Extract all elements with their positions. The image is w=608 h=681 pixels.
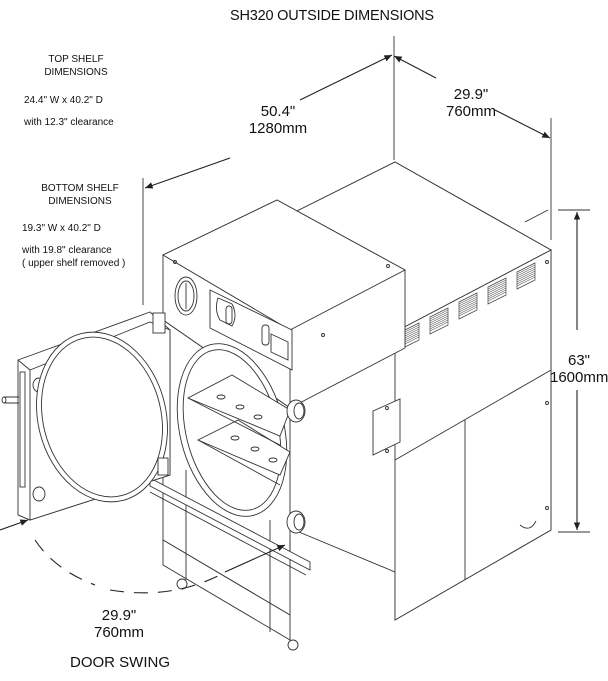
door-swing-imperial: 29.9": [101, 607, 137, 624]
vent-grille: [429, 307, 449, 335]
door-swing-dimension-label: 29.9" 760mm: [86, 607, 152, 641]
dimension-line-height: [524, 209, 590, 533]
height-metric: 1600mm: [550, 369, 608, 386]
dimension-line-width: [142, 54, 393, 305]
shelves: [186, 374, 291, 486]
access-plate: [372, 398, 401, 456]
open-door: [1, 311, 171, 521]
depth-imperial: 29.9": [453, 86, 489, 103]
top-shelf-heading-2: DIMENSIONS: [44, 67, 108, 78]
depth-metric: 760mm: [445, 103, 497, 120]
latch-lower: [286, 510, 306, 534]
top-shelf-clearance: with 12.3" clearance: [24, 117, 114, 128]
page-title: SH320 OUTSIDE DIMENSIONS: [230, 8, 434, 24]
door-swing-arc: [0, 519, 291, 594]
height-imperial: 63": [567, 352, 590, 369]
width-dimension-label: 50.4" 1280mm: [238, 103, 318, 137]
control-panel: [209, 289, 293, 371]
top-shelf-heading-1: TOP SHELF: [48, 54, 104, 65]
top-shelf-size: 24.4" W x 40.2" D: [24, 95, 103, 106]
door-swing-metric: 760mm: [93, 624, 145, 641]
vent-grille: [487, 277, 507, 305]
door-gasket: [36, 331, 168, 503]
bottom-shelf-clearance: with 19.8" clearance: [22, 245, 112, 256]
depth-dimension-label: 29.9" 760mm: [438, 86, 504, 120]
height-dimension-label: 63" 1600mm: [550, 352, 608, 386]
bottom-shelf-heading-2: DIMENSIONS: [48, 196, 112, 207]
top-shelf-label: TOP SHELF DIMENSIONS: [15, 53, 137, 79]
vent-grille: [458, 292, 478, 320]
bottom-shelf-note: ( upper shelf removed ): [22, 258, 126, 269]
width-metric: 1280mm: [248, 120, 308, 137]
bottom-shelf-heading-1: BOTTOM SHELF: [41, 183, 119, 194]
dimension-line-depth: [393, 36, 552, 240]
bottom-shelf-size: 19.3" W x 40.2" D: [22, 223, 101, 234]
bottom-shelf-label: BOTTOM SHELF DIMENSIONS: [15, 182, 145, 208]
latch-upper: [286, 399, 306, 423]
vent-grille: [516, 262, 536, 290]
chamber-front: [149, 319, 311, 651]
width-imperial: 50.4": [260, 103, 296, 120]
door-swing-label: DOOR SWING: [70, 654, 170, 671]
